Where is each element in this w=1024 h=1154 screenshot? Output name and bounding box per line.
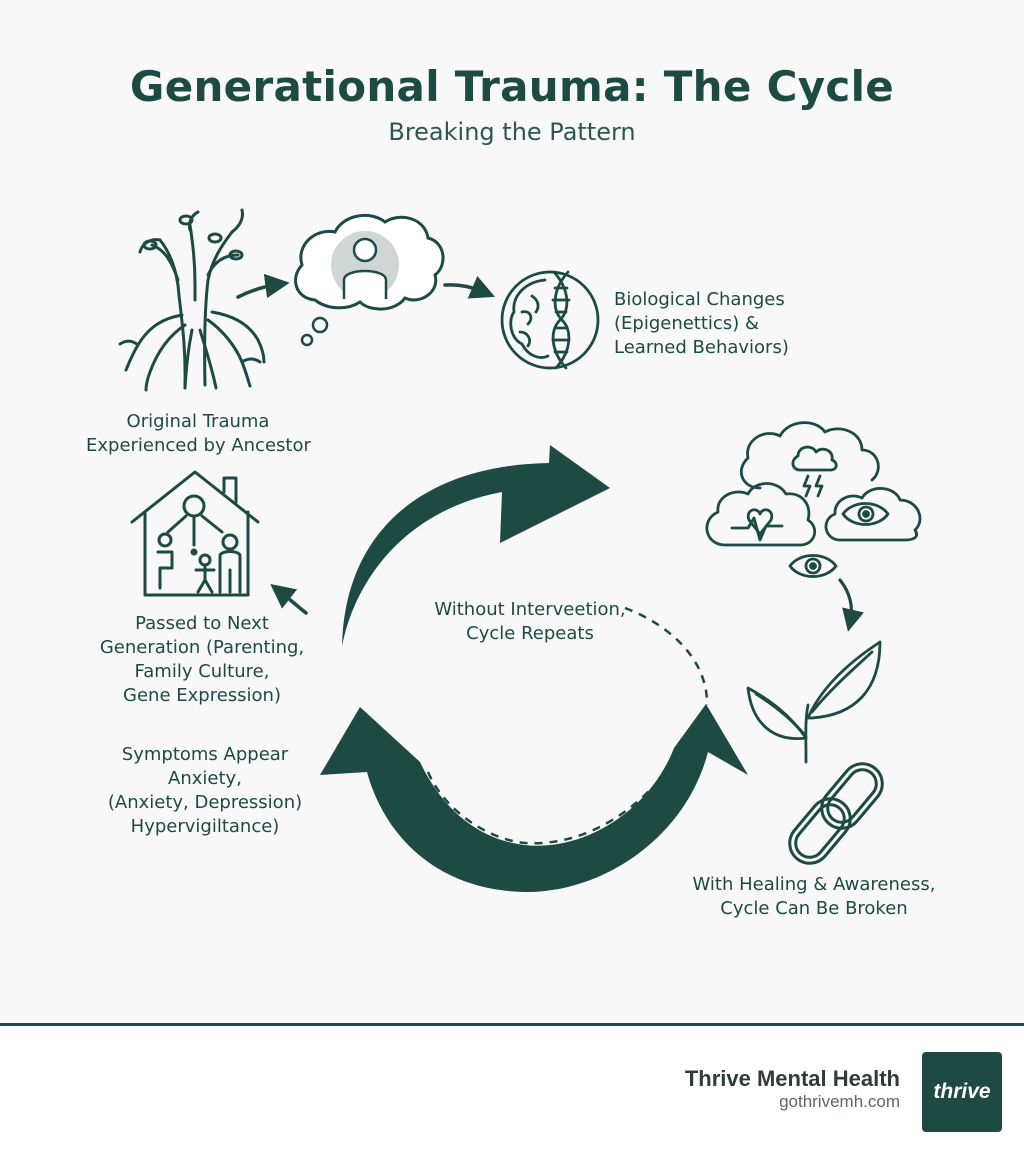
brand-name: Thrive Mental Health — [684, 1066, 900, 1091]
stage-symptoms-label: Symptoms Appear Anxiety, (Anxiety, Depre… — [90, 743, 320, 839]
label-line: Hypervigiltance) — [130, 816, 280, 837]
label-line: (Anxiety, Depression) — [107, 792, 303, 813]
brand-url[interactable]: gothrivemh.com — [779, 1092, 900, 1111]
label-line: Experienced by Ancestor — [86, 435, 311, 456]
stage-biological-label: Biological Changes (Epigenettics) & Lear… — [614, 288, 814, 360]
stage-without-intervention-label: Without Interveetion, Cycle Repeats — [420, 598, 640, 646]
stage-healing-label: With Healing & Awareness, Cycle Can Be B… — [682, 873, 946, 921]
storm-cloud-heart-eye-icon — [705, 421, 922, 578]
label-line: Passed to Next — [135, 613, 269, 634]
label-line: Biological Changes — [614, 289, 785, 310]
sprout-leaf-icon — [746, 640, 882, 764]
cycle-diagram — [118, 208, 922, 893]
footer-divider — [0, 1023, 1024, 1026]
broken-chain-link-icon — [788, 762, 884, 865]
brand-logo: thrive — [922, 1052, 1002, 1132]
stage-passed-label: Passed to Next Generation (Parenting, Fa… — [84, 612, 320, 708]
label-line: (Epigenettics) & — [614, 313, 759, 334]
tree-roots-icon — [118, 208, 266, 392]
lower-cycle-arrow — [320, 704, 748, 893]
label-line: With Healing & Awareness, — [692, 874, 936, 895]
dashed-cycle-path-lower — [426, 771, 656, 845]
label-line: Anxiety, — [168, 768, 242, 789]
label-line: Gene Expression) — [123, 685, 281, 706]
brand-logo-text: thrive — [933, 1080, 991, 1103]
page-subtitle: Breaking the Pattern — [388, 118, 636, 146]
dashed-cycle-path-upper — [624, 606, 709, 706]
family-house-icon — [130, 470, 260, 597]
upper-cycle-arrow — [342, 445, 610, 646]
label-line: Cycle Repeats — [466, 623, 594, 644]
footer — [0, 1026, 1024, 1154]
label-line: Without Interveetion, — [434, 599, 626, 620]
stage-original-trauma-label: Original Trauma Experienced by Ancestor — [86, 410, 311, 458]
thought-bubble-person-icon — [294, 213, 445, 347]
label-line: Symptoms Appear — [121, 744, 289, 765]
label-line: Learned Behaviors) — [614, 337, 789, 358]
label-line: Generation (Parenting, — [99, 637, 305, 658]
page-title: Generational Trauma: The Cycle — [129, 62, 895, 111]
label-line: Cycle Can Be Broken — [720, 898, 908, 919]
label-line: Original Trauma — [126, 411, 270, 432]
label-line: Family Culture, — [134, 661, 270, 682]
brain-dna-icon — [500, 270, 600, 370]
